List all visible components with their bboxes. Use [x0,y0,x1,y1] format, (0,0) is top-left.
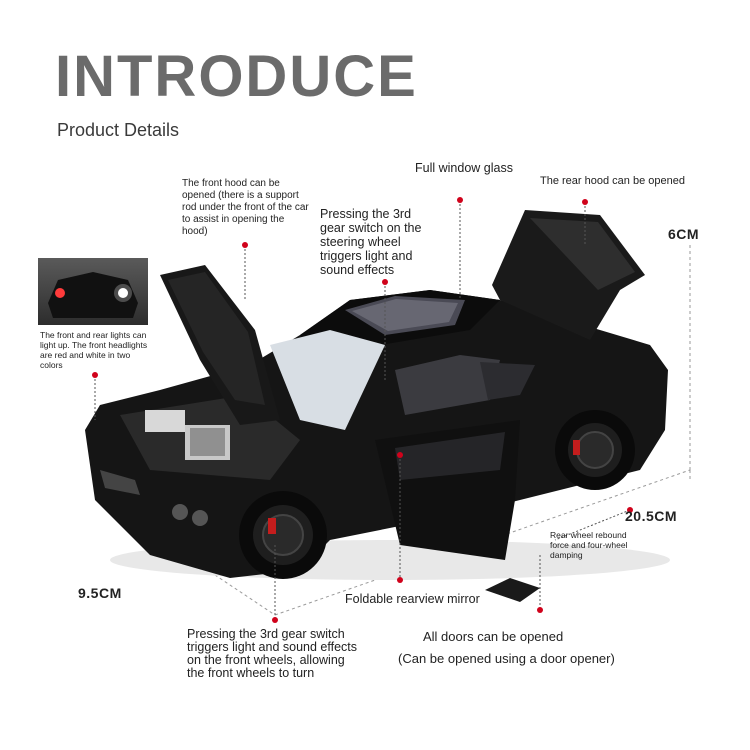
lights-inset-image [38,258,148,325]
callout-mirror: Foldable rearview mirror [345,592,480,606]
page-subtitle: Product Details [57,120,180,140]
callout-rear-wheel: Rear wheel rebound force and four-wheel … [550,530,628,560]
callout-door-opener: (Can be opened using a door opener) [398,651,615,666]
callout-rear-hood: The rear hood can be opened [540,175,685,187]
callout-window-glass: Full window glass [415,161,513,175]
callout-lights: The front and rear lights can light up. … [40,330,148,370]
dimension-height: 6CM [668,226,700,242]
dimension-width: 9.5CM [78,585,122,601]
callout-doors: All doors can be opened [423,629,564,644]
callout-markers [92,197,633,623]
callout-third-gear-wheels: Pressing the 3rd gear switch triggers li… [187,627,358,680]
leader-lines [94,200,631,620]
car-rear-icon [48,272,138,318]
callout-front-hood: The front hood can be opened (there is a… [182,178,309,237]
page-title: INTRODUCE [55,44,418,109]
callout-third-gear-steering: Pressing the 3rd gear switch on the stee… [320,207,422,277]
car-body [85,210,668,602]
dimension-length: 20.5CM [625,508,678,524]
